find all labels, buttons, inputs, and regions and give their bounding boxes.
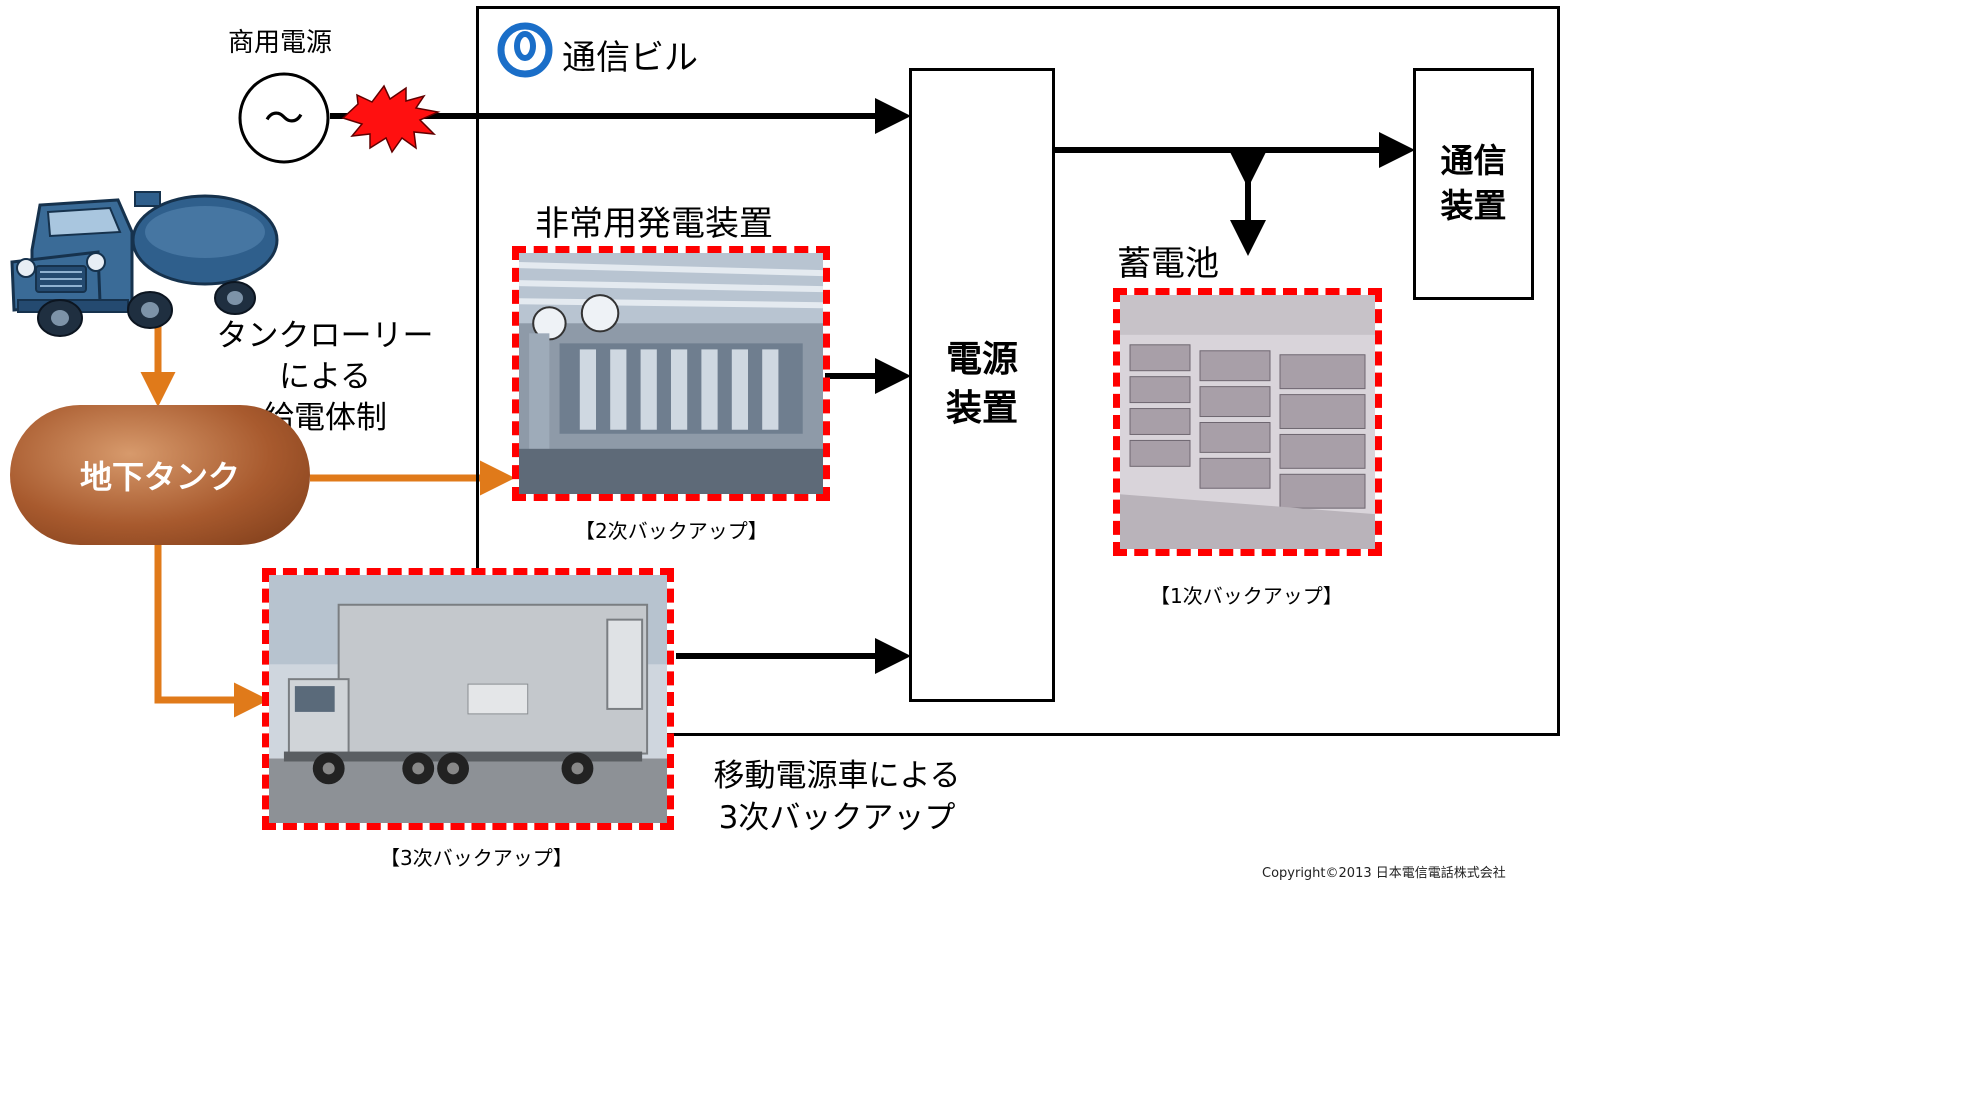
power-unit-box: 電源 装置 [909,68,1055,702]
battery-caption: 【1次バックアップ】 [1150,584,1343,608]
power-vehicle-label-line1: 移動電源車による [713,758,961,794]
power-unit-label-line1: 電源 [945,339,1018,381]
tank-lorry-icon [10,191,279,337]
generator-label: 非常用発電装置 [535,204,773,244]
generator-machinery-image [519,253,823,494]
underground-tank: 地下タンク [10,405,310,545]
battery-label: 蓄電池 [1117,244,1219,284]
tank-to-vehicle-fuel-arrow [154,545,269,718]
communication-unit-box: 通信 装置 [1413,68,1534,300]
battery-photo [1113,288,1382,556]
diagram-canvas: 〜 [10,22,1415,718]
tanker-description: タンクローリー による 給電体制 [190,316,460,439]
tanker-label-line1: タンクローリー [216,318,434,354]
ac-source-icon [238,72,330,164]
comm-unit-label-line2: 装置 [1440,186,1507,225]
power-vehicle-description: 移動電源車による 3次バックアップ [682,756,992,840]
power-vehicle-truck-image [269,575,667,823]
power-vehicle-photo [262,568,674,830]
power-outage-burst-icon [341,84,441,154]
underground-tank-label: 地下タンク [79,458,240,496]
copyright-text: Copyright©2013 日本電信電話株式会社 [1262,866,1506,881]
power-vehicle-label-line2: 3次バックアップ [718,799,956,836]
generator-caption: 【2次バックアップ】 [575,519,768,543]
commercial-power-label: 商用電源 [228,28,333,58]
comm-unit-label-line1: 通信 [1440,141,1507,181]
generator-photo [512,246,830,501]
power-unit-label-line2: 装置 [945,388,1018,429]
battery-racks-image [1120,295,1375,549]
ac-source-symbol: 〜 [264,96,304,142]
building-label: 通信ビル [562,38,698,78]
power-vehicle-caption: 【3次バックアップ】 [380,846,573,870]
company-logo-icon [497,22,553,78]
tanker-label-line2: による [278,358,372,395]
communication-building-frame [476,6,1560,736]
